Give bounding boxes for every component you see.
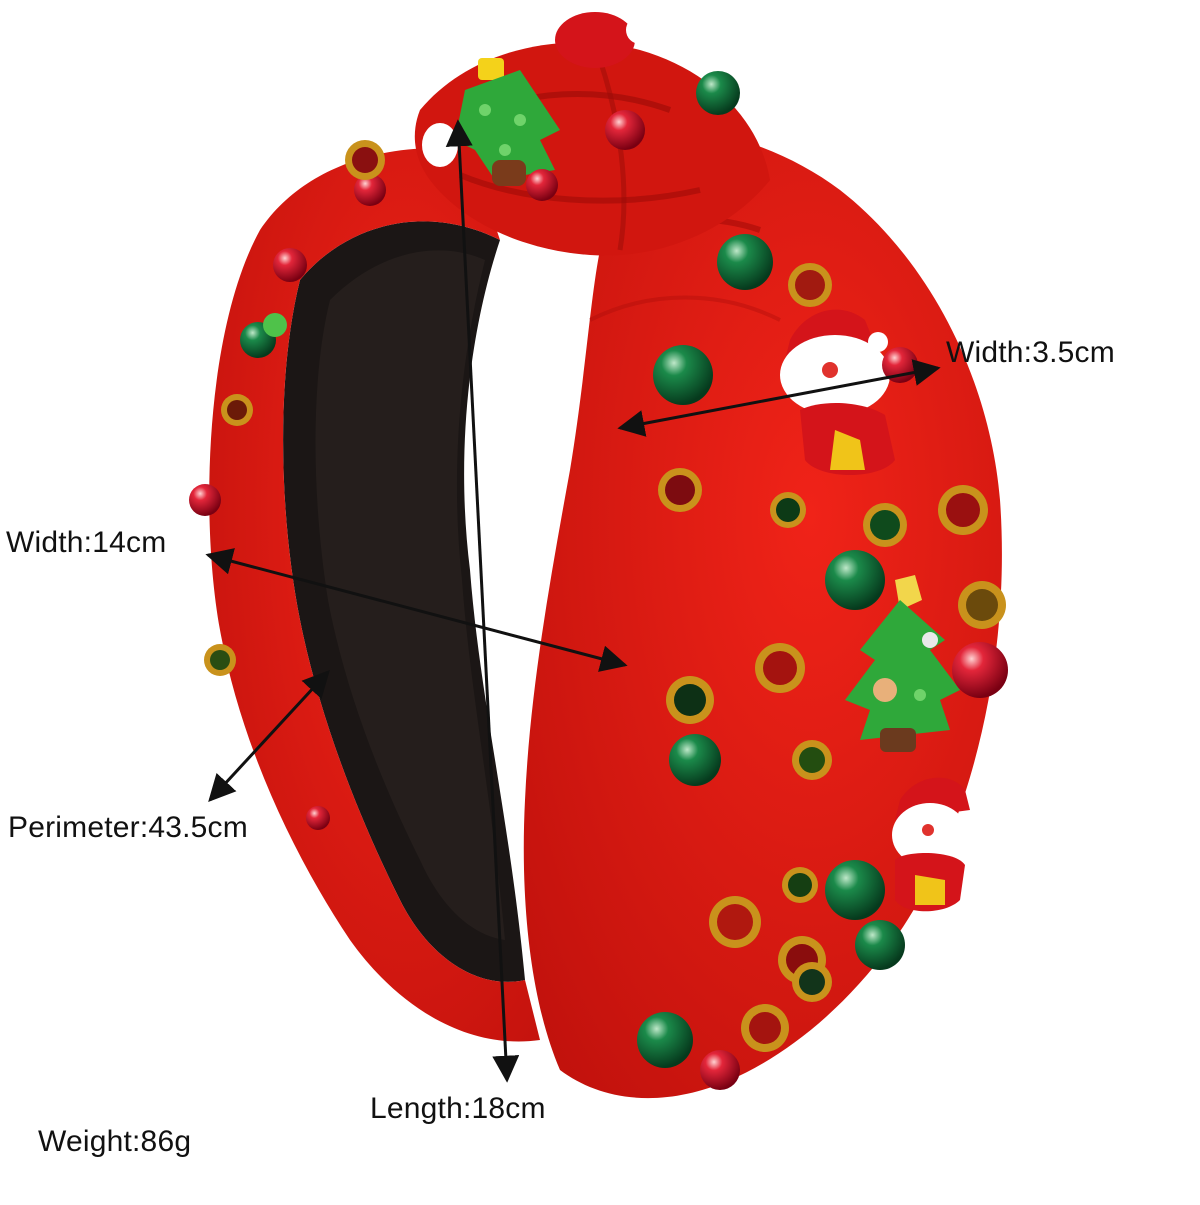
headband-left-arm: [209, 148, 541, 1042]
santa-charm: [892, 777, 970, 912]
perimeter-label: Perimeter:43.5cm: [8, 811, 248, 844]
width-small-label: Width:3.5cm: [946, 336, 1115, 369]
width-large-arrow: [205, 548, 628, 672]
rhinestones: [204, 140, 1006, 1052]
width-small-arrow: [617, 359, 941, 437]
weight-label: Weight:86g: [38, 1125, 192, 1158]
measurement-arrows: [205, 119, 941, 1083]
perimeter-arrow: [208, 670, 330, 802]
length-label: Length:18cm: [370, 1092, 546, 1125]
width-large-label: Width:14cm: [6, 526, 167, 559]
length-arrow: [445, 119, 520, 1083]
christmas-tree-charm: [845, 575, 960, 752]
red-pearl-beads: [189, 110, 1008, 1090]
